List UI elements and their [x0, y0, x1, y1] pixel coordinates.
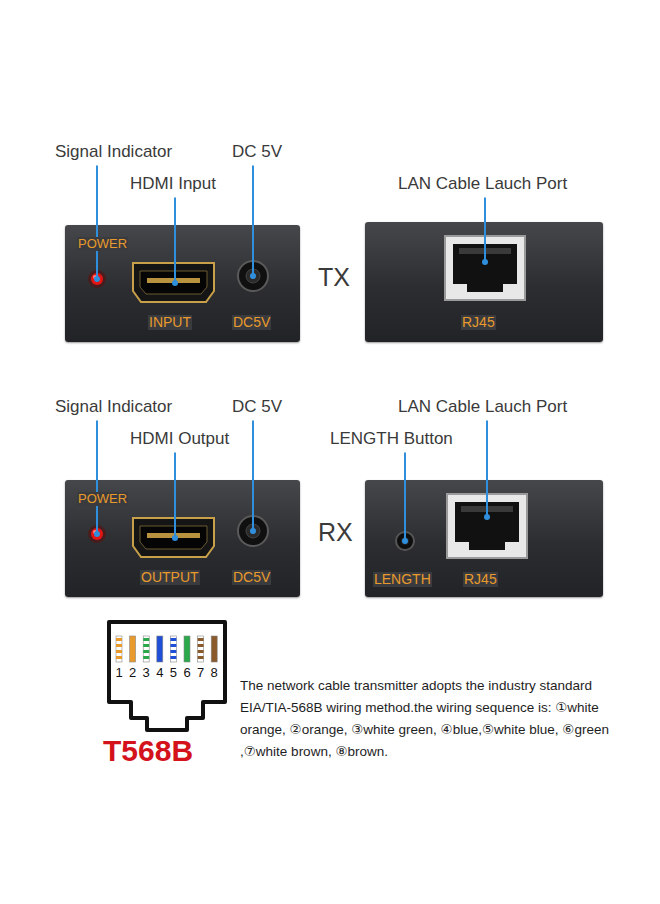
pin-number: 5	[170, 666, 177, 680]
callout-label: DC 5V	[232, 142, 282, 162]
button-label: LENGTH	[373, 572, 432, 587]
port-label: RJ45	[461, 315, 496, 330]
callout-label: Signal Indicator	[55, 142, 172, 162]
callout-label: LENGTH Button	[330, 429, 453, 449]
callout-label: DC 5V	[232, 397, 282, 417]
pin-number: 4	[156, 666, 163, 680]
pin-number: 8	[211, 666, 218, 680]
port-label: RJ45	[463, 572, 498, 587]
callout-label: Signal Indicator	[55, 397, 172, 417]
pin-number: 7	[197, 666, 204, 680]
transmitter-rear-panel: RJ45	[365, 222, 603, 342]
rj45-jack-diagram: 12345678	[105, 618, 229, 734]
callout-label: LAN Cable Lauch Port	[398, 174, 567, 194]
pin-number: 1	[115, 666, 122, 680]
standard-name: T568B	[103, 734, 193, 769]
unit-name: RX	[318, 518, 353, 547]
port-label: DC5V	[232, 315, 271, 330]
unit-name: TX	[318, 263, 350, 292]
pin-number: 2	[129, 666, 136, 680]
port-label: DC5V	[232, 570, 271, 585]
port-label: OUTPUT	[140, 570, 200, 585]
power-label: POWER	[77, 237, 128, 251]
wiring-note: The network cable transmitter adopts the…	[240, 675, 620, 763]
pin-number: 6	[183, 666, 190, 680]
receiver-rear-panel: LENGTH RJ45	[365, 480, 603, 597]
device-illustration	[105, 618, 229, 734]
power-label: POWER	[77, 492, 128, 506]
pin-number: 3	[143, 666, 150, 680]
transmitter-front-panel: POWER INPUT DC5V	[65, 225, 300, 342]
callout-label: LAN Cable Lauch Port	[398, 397, 567, 417]
receiver-front-panel: POWER OUTPUT DC5V	[65, 480, 300, 597]
port-label: INPUT	[148, 315, 192, 330]
callout-label: HDMI Output	[130, 429, 229, 449]
callout-label: HDMI Input	[130, 174, 216, 194]
